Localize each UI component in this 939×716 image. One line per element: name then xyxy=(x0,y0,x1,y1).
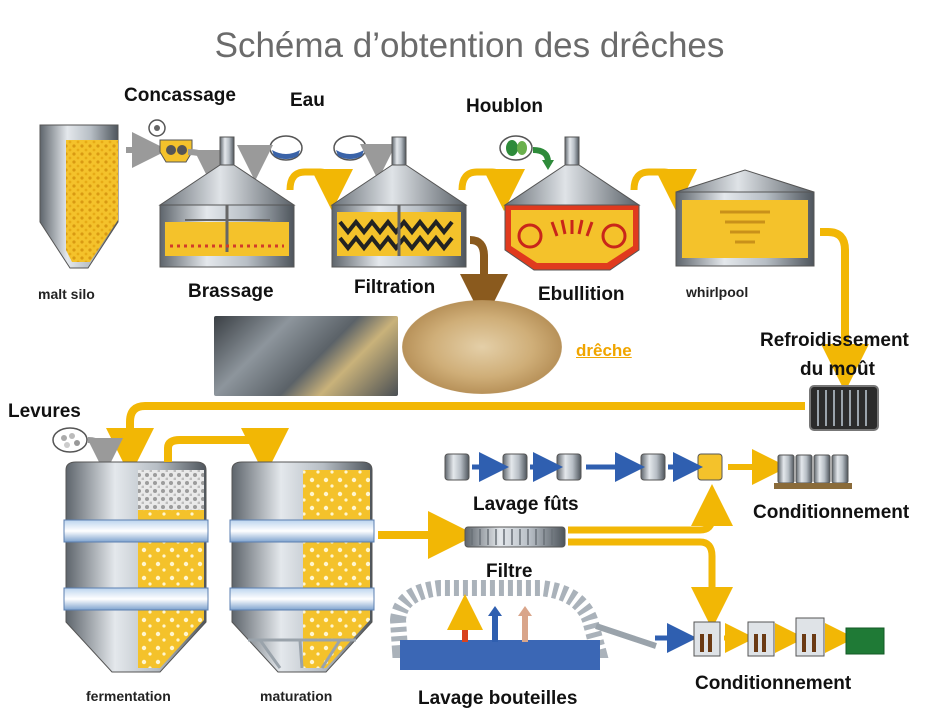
label-refroidissement: Refroidissement xyxy=(760,330,909,351)
label-du-mout: du moût xyxy=(800,359,875,380)
pipe-mash-to-filter xyxy=(286,168,353,211)
pipe-boil-to-whirlpool xyxy=(630,168,697,211)
label-lavage-futs: Lavage fûts xyxy=(473,494,579,515)
spent-grain-machine-photo xyxy=(214,316,398,396)
pipe-cooler-to-fermenter xyxy=(106,402,805,476)
water-icon-1 xyxy=(269,135,303,161)
label-concassage: Concassage xyxy=(124,85,236,106)
fermentation-tank xyxy=(63,461,209,673)
crusher xyxy=(148,119,193,163)
page-title: Schéma d’obtention des drêches xyxy=(214,26,725,65)
label-filtration: Filtration xyxy=(354,277,436,298)
label-conditionnement-bottom: Conditionnement xyxy=(695,673,852,694)
wort-cooler xyxy=(809,385,879,431)
arrow-water-to-mash xyxy=(237,144,274,181)
yeast-icon xyxy=(52,427,88,453)
bottling-line xyxy=(655,617,885,657)
mash-tun xyxy=(158,136,296,268)
label-filtre: Filtre xyxy=(486,561,533,582)
boil-kettle xyxy=(503,136,641,271)
pipe-spent-grain-out xyxy=(460,236,508,322)
label-conditionnement-top: Conditionnement xyxy=(753,502,910,523)
hops-arrow-head xyxy=(542,160,554,170)
maturation-tank xyxy=(229,461,375,673)
label-eau: Eau xyxy=(290,90,325,111)
label-dreche: drêche xyxy=(576,341,632,360)
arrow-yeast-to-fermenter xyxy=(86,437,123,474)
keg-pallet xyxy=(774,454,852,489)
hops-icon xyxy=(499,135,533,161)
pipe-filter-to-boil xyxy=(458,168,525,211)
pipe-filter-to-kegs xyxy=(568,484,733,534)
label-malt-silo: malt silo xyxy=(38,286,95,302)
bottle-washer xyxy=(389,580,657,670)
beer-filter xyxy=(464,526,566,548)
label-ebullition: Ebullition xyxy=(538,284,625,305)
pipe-fermenter-to-maturation xyxy=(164,427,289,476)
spent-grain-hands-photo xyxy=(402,300,562,394)
keg-washing-line xyxy=(444,449,788,485)
label-maturation: maturation xyxy=(260,688,333,704)
pipe-filter-to-bottles xyxy=(568,538,733,629)
lauter-tun xyxy=(330,136,468,268)
label-lavage-bouteilles: Lavage bouteilles xyxy=(418,688,578,709)
label-whirlpool: whirlpool xyxy=(686,284,749,300)
label-fermentation: fermentation xyxy=(86,688,171,704)
whirlpool-tank xyxy=(675,169,815,267)
pipe-whirlpool-to-cooler xyxy=(820,228,869,392)
label-houblon: Houblon xyxy=(466,96,544,117)
arrow-crusher-to-mash xyxy=(187,149,230,186)
arrow-water-to-filter xyxy=(359,143,396,180)
water-icon-2 xyxy=(333,135,367,161)
label-levures: Levures xyxy=(8,401,81,422)
label-brassage: Brassage xyxy=(188,281,274,302)
malt-silo xyxy=(39,124,119,269)
